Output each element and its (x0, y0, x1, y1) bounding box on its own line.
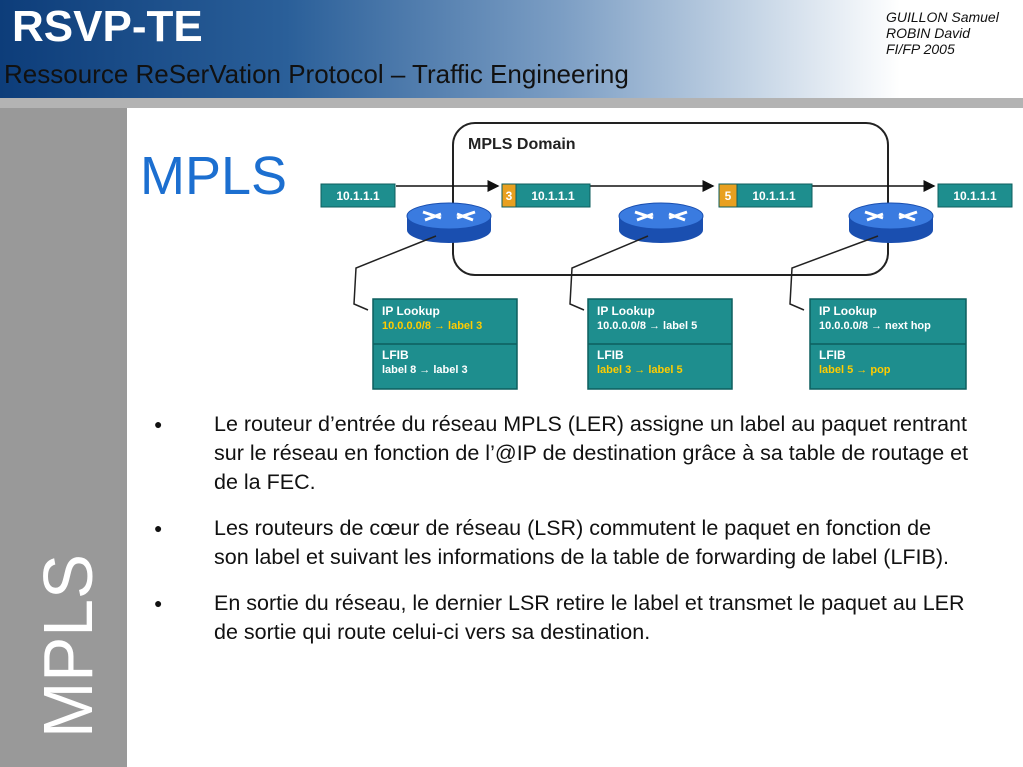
lfib-title: LFIB (819, 348, 846, 362)
bullet-item: ● Le routeur d’entrée du réseau MPLS (LER… (150, 410, 970, 497)
packet-label: 5 (725, 189, 732, 203)
sidebar-vertical-text: MPLS (29, 554, 107, 738)
bullet-dot-icon: ● (154, 595, 163, 611)
title-banner (0, 0, 1023, 98)
page-title: RSVP-TE (12, 2, 203, 51)
bullet-text: Le routeur d’entrée du réseau MPLS (LER)… (214, 412, 969, 494)
packet: 3 10.1.1.1 (501, 183, 591, 208)
author-line: FI/FP 2005 (886, 41, 955, 57)
banner-underline (0, 98, 1023, 108)
packet-address: 10.1.1.1 (953, 189, 997, 203)
router-icon (406, 202, 492, 243)
ip-lookup-entry: 10.0.0.0/8 → label 5 (597, 320, 697, 332)
sidebar (0, 108, 127, 767)
lfib-entry: label 8 → label 3 (382, 364, 468, 376)
authors-block: GUILLON Samuel ROBIN David FI/FP 2005 (886, 9, 999, 57)
packet-address: 10.1.1.1 (531, 189, 575, 203)
packet: 5 10.1.1.1 (718, 183, 813, 208)
mpls-domain-label: MPLS Domain (468, 136, 576, 153)
lfib-title: LFIB (382, 348, 409, 362)
lfib-title: LFIB (597, 348, 624, 362)
author-line: ROBIN David (886, 25, 971, 41)
lookup-table: IP Lookup 10.0.0.0/8 → label 3 LFIB labe… (372, 298, 518, 390)
lookup-table: IP Lookup 10.0.0.0/8 → label 5 LFIB labe… (587, 298, 733, 390)
packet-address: 10.1.1.1 (752, 189, 796, 203)
connector-line (353, 235, 437, 311)
connector-line (789, 235, 879, 311)
bullet-list: ● Le routeur d’entrée du réseau MPLS (LER… (150, 410, 970, 664)
bullet-dot-icon: ● (154, 520, 163, 536)
connector-line (569, 235, 649, 311)
packet: 10.1.1.1 (320, 183, 396, 208)
router-icon (848, 202, 934, 243)
sidebar-vertical-label: MPLS (29, 554, 107, 738)
packet: 10.1.1.1 (937, 183, 1013, 208)
mpls-domain-boundary (452, 122, 889, 276)
bullet-item: ● En sortie du réseau, le dernier LSR ret… (150, 589, 970, 647)
bullet-text: En sortie du réseau, le dernier LSR reti… (214, 591, 965, 644)
lookup-table: IP Lookup 10.0.0.0/8 → next hop LFIB lab… (809, 298, 967, 390)
slide-heading: MPLS (140, 146, 288, 206)
ip-lookup-entry: 10.0.0.0/8 → next hop (819, 320, 931, 332)
bullet-dot-icon: ● (154, 416, 163, 432)
ip-lookup-title: IP Lookup (382, 304, 440, 318)
bullet-item: ● Les routeurs de cœur de réseau (LSR) co… (150, 514, 970, 572)
author-line: GUILLON Samuel (886, 9, 999, 25)
bullet-text: Les routeurs de cœur de réseau (LSR) com… (214, 516, 949, 569)
mpls-diagram: MPLS Domain 10.1.1.1 3 10.1.1.1 5 10.1.1… (320, 122, 1013, 390)
page-subtitle: Ressource ReSerVation Protocol – Traffic… (4, 59, 629, 89)
ip-lookup-title: IP Lookup (819, 304, 877, 318)
ip-lookup-entry: 10.0.0.0/8 → label 3 (382, 320, 482, 332)
router-icon (618, 202, 704, 243)
lfib-entry: label 3 → label 5 (597, 364, 683, 376)
packet-label: 3 (506, 189, 513, 203)
packet-address: 10.1.1.1 (336, 189, 380, 203)
ip-lookup-title: IP Lookup (597, 304, 655, 318)
lfib-entry: label 5 → pop (819, 364, 891, 376)
